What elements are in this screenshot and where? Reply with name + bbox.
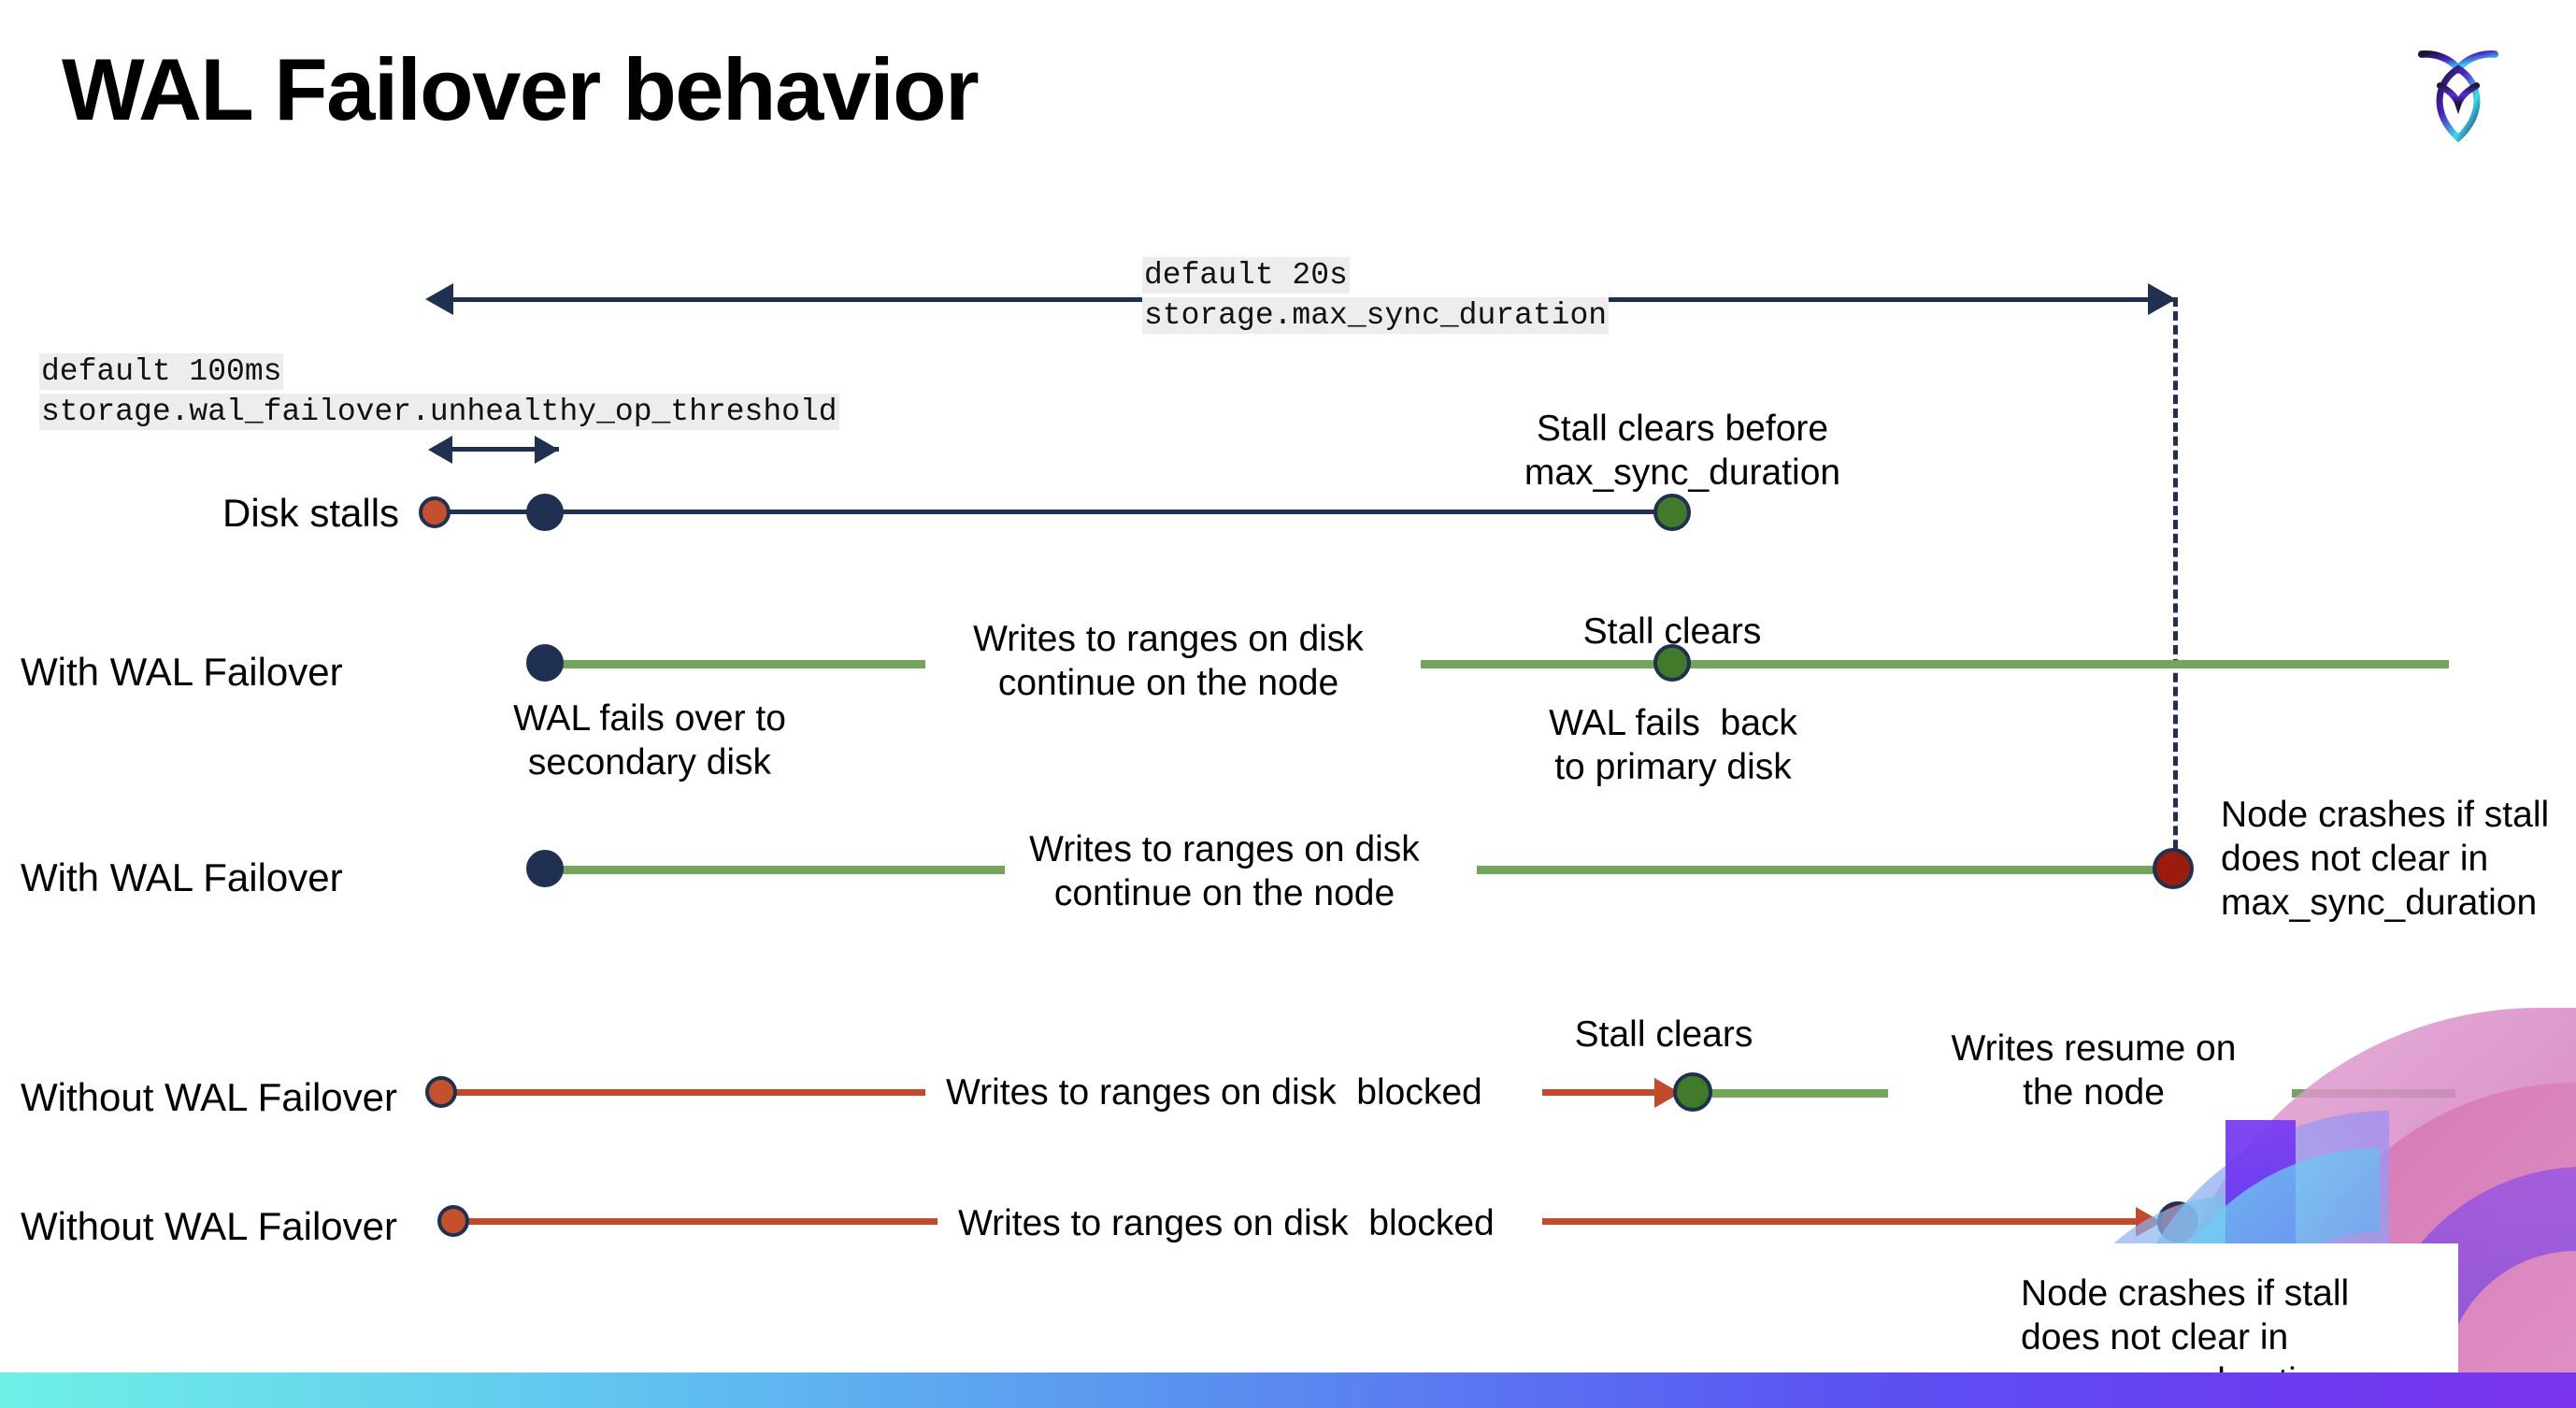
max-sync-duration-name-wrap: storage.max_sync_duration [1142,297,1610,335]
disk-stalls-clear-dot [1653,494,1691,531]
annotation-stall-clears-row2: Stall clears [1582,611,1762,652]
max-sync-duration-setting: default 20s [1142,257,1350,295]
row-label-without-wal-failover-2: Without WAL Failover [21,1204,397,1248]
annotation-stall-clears-before: Stall clears before max_sync_duration [1524,409,1841,493]
unhealthy-op-threshold-default-wrap: default 100ms [39,353,284,391]
annotation-writes-continue-2: Writes to ranges on disk continue on the… [1029,829,1420,913]
annotation-wal-fails-over: WAL fails over to secondary disk [513,698,786,783]
unhealthy-op-threshold-name: storage.wal_failover.unhealthy_op_thresh… [39,394,839,430]
annotation-writes-blocked-1: Writes to ranges on disk blocked [946,1072,1482,1113]
row2-green-segment-b [1421,660,2449,668]
row5-stall-start-dot [437,1205,469,1237]
row4-green-segment-b [2292,1089,2455,1098]
annotation-writes-resume: Writes resume on the node [1951,1028,2237,1113]
row4-stall-clear-dot [1673,1072,1712,1112]
row-label-with-wal-failover-2: With WAL Failover [21,855,343,899]
wal-failover-trigger-dot [526,494,564,531]
annotation-writes-blocked-2: Writes to ranges on disk blocked [958,1203,1495,1243]
max-sync-duration-dashed-guide [2173,297,2178,877]
row5-red-segment-b [1542,1218,2140,1225]
row3-green-segment-a [537,866,1005,874]
row2-stall-clear-dot [1653,644,1691,682]
disk-stall-start-dot [419,496,451,528]
row3-green-segment-b [1477,866,2173,874]
max-sync-duration-default: default 20s [1142,257,1350,294]
unhealthy-op-threshold-right-arrowhead [535,436,559,464]
cockroachdb-logo-icon [2393,28,2524,159]
row-label-with-wal-failover-1: With WAL Failover [21,650,343,694]
annotation-writes-continue-1: Writes to ranges on disk continue on the… [973,619,1364,703]
annotation-wal-fails-back: WAL fails back to primary disk [1549,703,1797,787]
annotation-stall-clears-row4: Stall clears [1574,1014,1753,1055]
row2-failover-dot [526,644,564,682]
row5-node-crash-dot [2157,1201,2198,1243]
unhealthy-op-threshold-left-arrowhead [428,436,452,464]
row4-red-segment-b [1542,1089,1659,1096]
unhealthy-op-threshold-span-line [451,447,559,452]
row4-red-segment [439,1089,925,1096]
max-sync-duration-left-arrowhead [425,283,453,315]
max-sync-duration-name: storage.max_sync_duration [1142,297,1610,334]
unhealthy-op-threshold-name-wrap: storage.wal_failover.unhealthy_op_thresh… [39,394,839,431]
row-label-disk-stalls: Disk stalls [222,491,400,535]
max-sync-duration-right-arrowhead [2148,283,2176,315]
unhealthy-op-threshold-default: default 100ms [39,353,284,390]
row3-node-crash-dot [2153,848,2194,889]
disk-stalls-timeline [433,510,1676,514]
row2-green-segment-a [537,660,925,668]
annotation-node-crashes-row3: Node crashes if stall does not clear in … [2221,795,2550,923]
row4-green-segment-a [1701,1089,1888,1098]
row-label-without-wal-failover-1: Without WAL Failover [21,1075,397,1119]
row3-failover-dot [526,850,564,887]
row5-red-segment-a [451,1218,937,1225]
bottom-gradient-bar [0,1372,2576,1408]
page-title: WAL Failover behavior [62,40,980,138]
row4-stall-start-dot [425,1076,457,1108]
